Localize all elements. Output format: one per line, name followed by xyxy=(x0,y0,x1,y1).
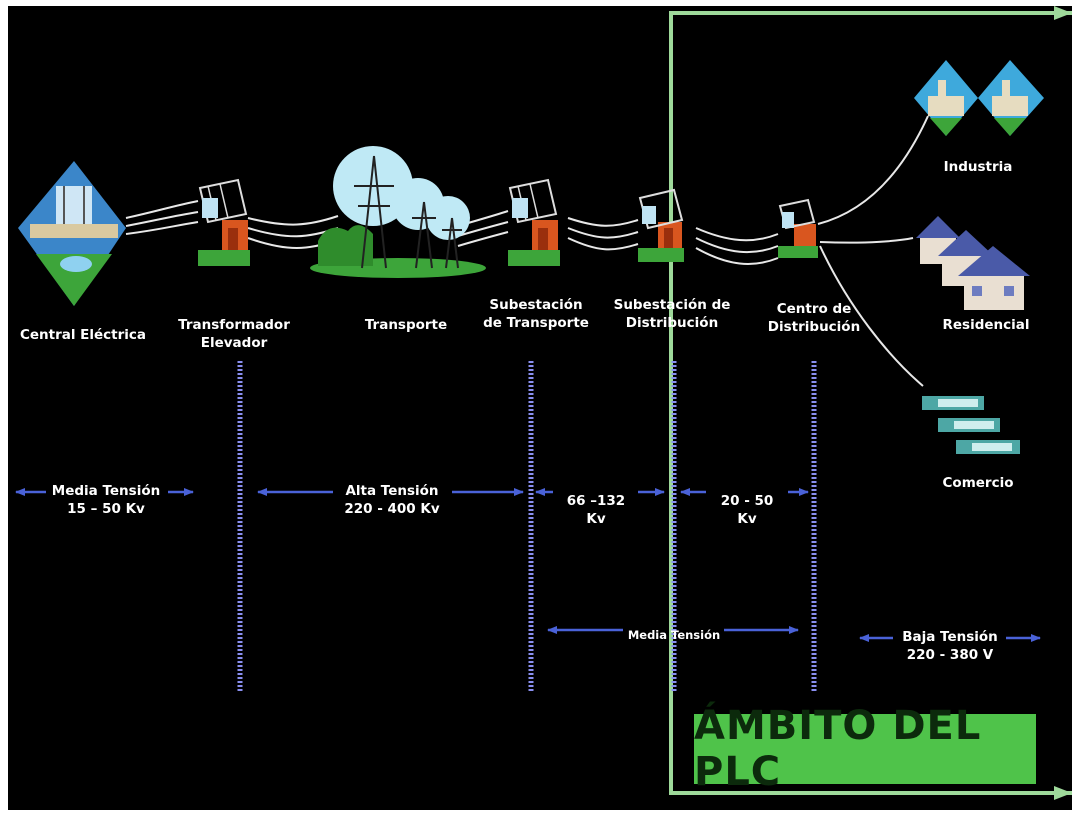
substation-icon-1 xyxy=(198,178,250,266)
plc-frame-arrow-top xyxy=(1054,6,1072,20)
label-residencial: Residencial xyxy=(942,317,1030,333)
label-central-electrica: Central Eléctrica xyxy=(19,327,147,343)
label-industria: Industria xyxy=(943,159,1013,175)
transmission-tower-icon xyxy=(310,146,486,278)
voltage-arrows xyxy=(15,488,1041,642)
stage-dividers xyxy=(237,361,817,692)
substation-icon-4 xyxy=(778,198,818,258)
label-media-tension-distribucion: Media Tensión xyxy=(627,628,721,642)
plc-scope-frame xyxy=(669,11,1072,795)
label-transporte: Transporte xyxy=(364,317,448,333)
residential-icon xyxy=(916,216,1030,310)
commerce-icon xyxy=(922,396,1020,454)
plc-scope-label: ÁMBITO DEL PLC xyxy=(694,703,982,795)
diagram-graphics xyxy=(15,6,1072,800)
substation-icon-3 xyxy=(638,188,684,262)
power-plant-icon xyxy=(18,161,126,306)
substation-icon-2 xyxy=(508,178,560,266)
plc-frame-arrow-bottom xyxy=(1054,786,1072,800)
plc-scope-box: ÁMBITO DEL PLC xyxy=(694,703,1036,795)
industry-icon xyxy=(914,60,1044,136)
label-comercio: Comercio xyxy=(942,475,1014,491)
power-lines xyxy=(125,115,929,387)
